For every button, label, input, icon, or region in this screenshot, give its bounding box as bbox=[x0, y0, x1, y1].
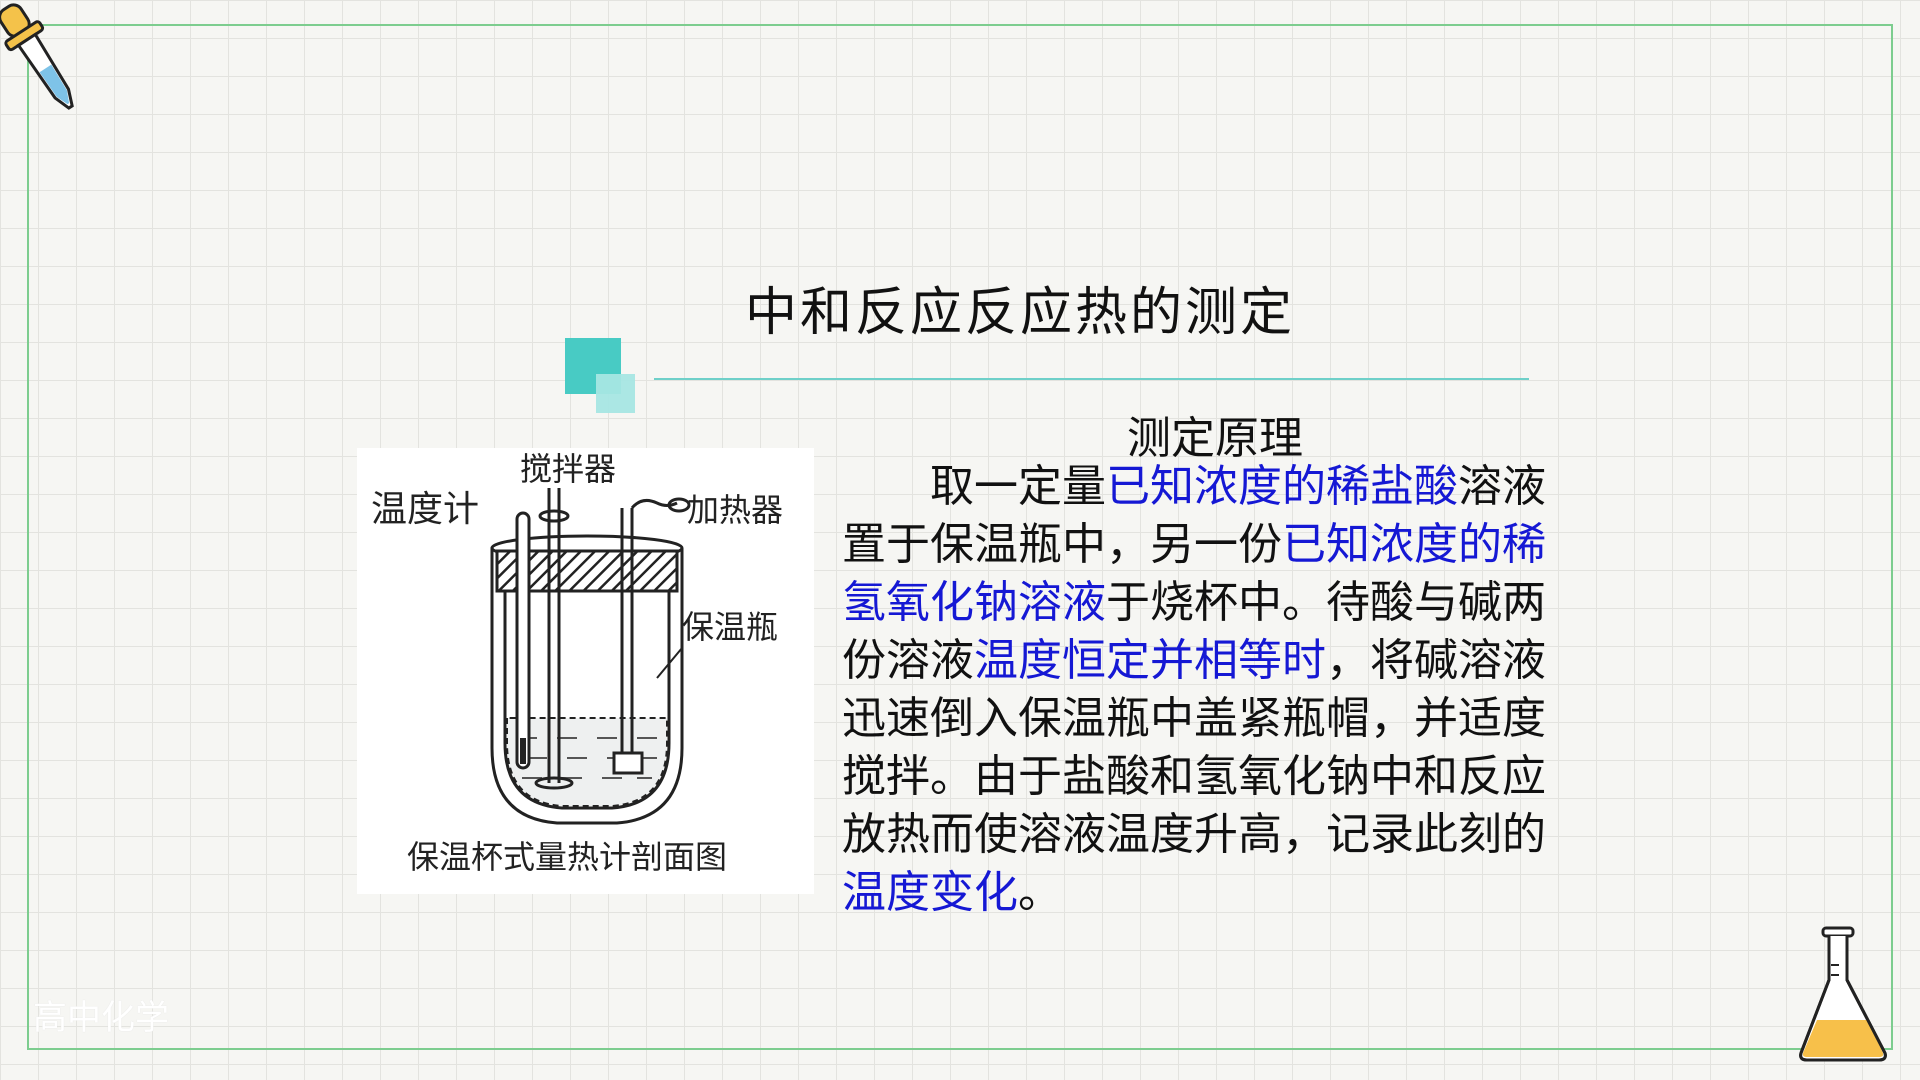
paragraph-highlight: 已知浓度的稀氢氧化钠溶液 bbox=[842, 519, 1546, 628]
dropper-icon bbox=[0, 3, 74, 110]
thermometer bbox=[515, 511, 531, 770]
slide-title: 中和反应反应热的测定 bbox=[744, 283, 1295, 343]
slide-frame bbox=[27, 24, 1893, 1050]
principle-paragraph: 取一定量已知浓度的稀盐酸溶液置于保温瓶中，另一份已知浓度的稀氢氧化钠溶液于烧杯中… bbox=[842, 458, 1582, 922]
section-subheading: 测定原理 bbox=[1127, 413, 1303, 464]
flask-icon bbox=[1799, 926, 1887, 1062]
liquid bbox=[506, 717, 668, 807]
label-thermometer: 温度计 bbox=[371, 489, 479, 530]
paragraph-segment: 取一定量 bbox=[842, 461, 1106, 512]
paragraph-segment: ，将碱溶液迅速倒入保温瓶中盖紧瓶帽，并适度搅拌。由于盐酸和氢氧化钠中和反应放热而… bbox=[842, 635, 1546, 860]
paragraph-highlight: 已知浓度的稀盐酸 bbox=[1106, 461, 1458, 512]
figure-caption: 保温杯式量热计剖面图 bbox=[407, 838, 727, 876]
paragraph-segment: 于烧杯中。待酸与碱两份溶液 bbox=[842, 577, 1546, 686]
heater bbox=[612, 497, 691, 775]
title-rule bbox=[654, 378, 1529, 380]
stirrer bbox=[534, 488, 574, 790]
label-flask: 保温瓶 bbox=[682, 608, 778, 646]
footer-watermark: 高中化学 bbox=[33, 998, 169, 1038]
title-decor-square-light bbox=[596, 374, 635, 413]
paragraph-segment: 溶液置于保温瓶中，另一份 bbox=[842, 461, 1546, 570]
calorimeter-figure: 搅拌器 温度计 加热器 保温瓶 保温杯式量热计剖面图 bbox=[357, 448, 814, 894]
label-heater: 加热器 bbox=[687, 491, 783, 529]
paragraph-highlight: 温度恒定并相等时 bbox=[974, 635, 1326, 686]
paragraph-highlight: 温度变化 bbox=[842, 867, 1018, 918]
paragraph-segment: 。 bbox=[1018, 867, 1062, 918]
label-stirrer: 搅拌器 bbox=[520, 450, 616, 488]
